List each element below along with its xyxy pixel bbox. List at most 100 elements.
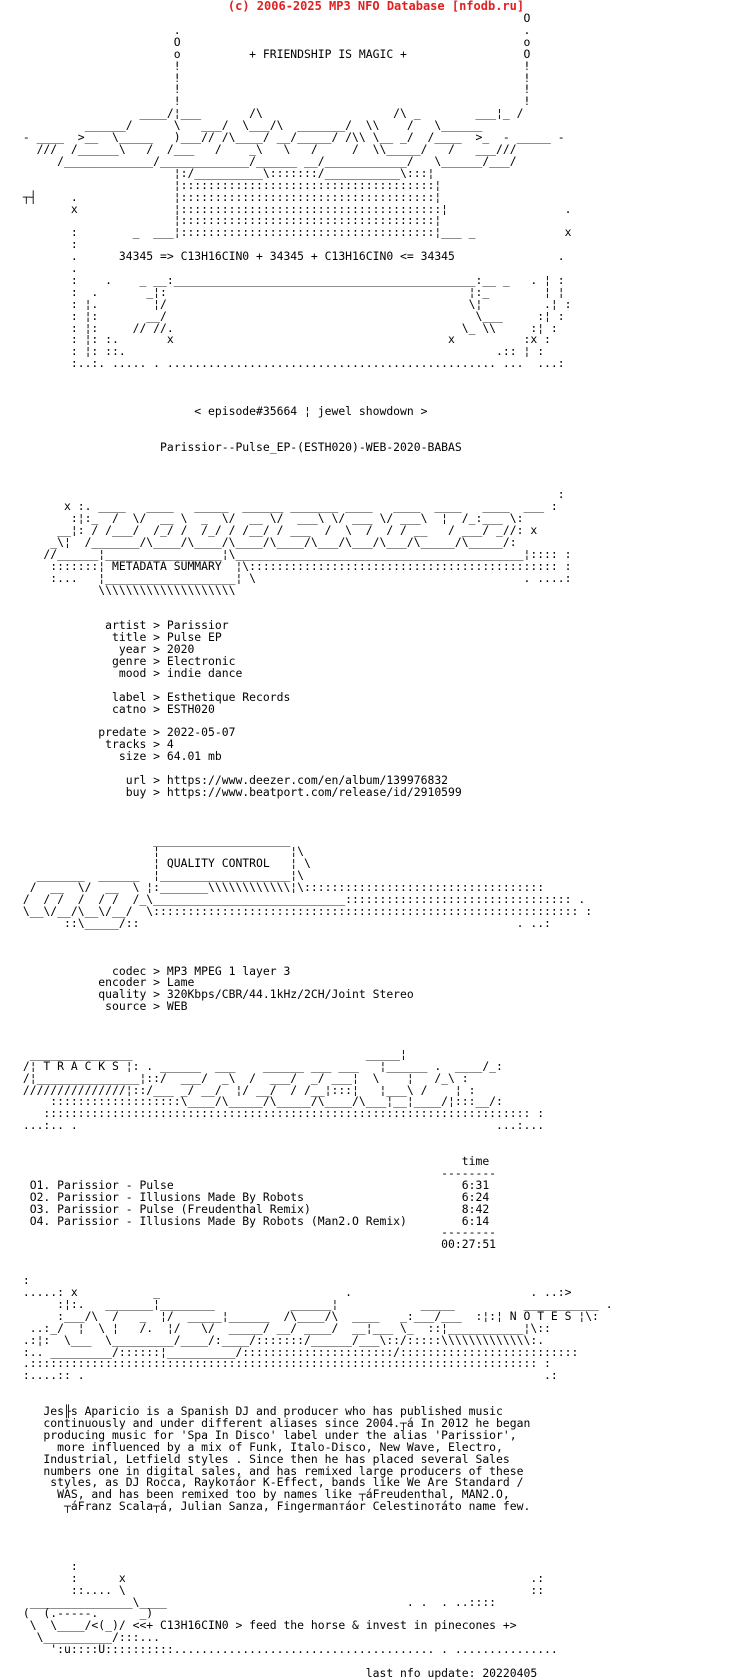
nfo-line: producing music for 'Spa In Disco' label… [16, 1427, 517, 1442]
nfo-line [16, 1251, 752, 1263]
nfo-line [16, 1525, 752, 1537]
nfo-line: __¦: / /___/ /_/ / /_/ / /__/ / ___ / \ … [16, 522, 538, 537]
nfo-line: codec > MP3 MPEG 1 layer 3 [16, 963, 291, 978]
site-header: (c) 2006-2025 MP3 NFO Database [nfodb.ru… [227, 0, 525, 13]
nfo-line: -------- [16, 1165, 497, 1180]
nfo-line: 00:27:51 [16, 1237, 497, 1252]
nfo-line: < episode#35664 ¦ jewel showdown > [16, 403, 428, 418]
nfo-line [16, 370, 752, 382]
nfo-line: Jes╟s Aparicio is a Spanish DJ and produ… [16, 1404, 503, 1419]
nfo-line: : [16, 237, 78, 252]
nfo-line [16, 418, 752, 430]
nfo-line: /// /______\ / /___ / _\ \ / / \\_____/ … [16, 141, 517, 156]
nfo-line: ...:.. . ...:... [16, 1118, 545, 1133]
nfo-line: numbers one in digital sales, and has re… [16, 1463, 524, 1478]
nfo-line: _______________\____ . . . ..:::: [16, 1594, 497, 1609]
nfo-line: : . _¦: ¦:_ ¦ ¦ [16, 284, 565, 299]
nfo-line: :....:: . .: [16, 1368, 558, 1383]
nfo-line: quality > 320Kbps/CBR/44.1kHz/2CH/Joint … [16, 987, 414, 1002]
nfo-line [16, 1025, 752, 1037]
nfo-line: url > https://www.deezer.com/en/album/13… [16, 773, 449, 787]
nfo-line: WAS, and has been remixed too by names l… [16, 1487, 510, 1502]
nfo-line: title > Pulse EP [16, 630, 222, 645]
nfo-line: . 34345 => C13H16CIN0 + 34345 + C13H16CI… [16, 249, 565, 264]
nfo-line: _______ ______ ¦___________________¦\ [16, 868, 305, 883]
nfo-line: ┬áFranz Scala┬á, Julian Sanza, Fingerman… [16, 1499, 531, 1514]
nfo-line: styles, as DJ Rocca, Raykoтáor K-Effect,… [16, 1475, 524, 1490]
nfo-line: Industrial, Letfield styles . Since then… [16, 1451, 510, 1466]
nfo-line: ¦:/__________\:::::::/___________\:::¦ [16, 165, 435, 180]
nfo-line: O o [16, 34, 531, 49]
nfo-line: Parissior--Pulse_EP-(ESTH020)-WEB-2020-B… [16, 439, 462, 454]
nfo-line: /_____________/_____________/______ __/_… [16, 153, 517, 168]
nfo-line: artist > Parissior [16, 618, 229, 633]
nfo-line [16, 1549, 752, 1561]
nfo-line: catno > ESTH020 [16, 701, 215, 716]
nfo-line: mood > indie dance [16, 665, 243, 680]
nfo-line: O2. Parissior - Illusions Made By Robots… [16, 1189, 490, 1204]
nfo-line: ____________________ [16, 832, 291, 847]
nfo-line: :___/\ / _ ¦/ _____¦______ /\____/\ ____… [16, 1308, 599, 1323]
nfo-line: year > 2020 [16, 642, 195, 657]
nfo-document: O . . O o o + FRIENDSHIP IS [0, 13, 752, 1680]
nfo-line: ..:_/ ¦ \ ¦ /. ¦/ \/ _____/ __/ ____/ __… [16, 1320, 551, 1335]
nfo-line: . [16, 261, 78, 276]
nfo-line [16, 942, 752, 954]
nfo-line [16, 1132, 752, 1144]
nfo-line [16, 382, 752, 394]
nfo-line: O1. Parissior - Pulse 6:31 [16, 1177, 490, 1192]
nfo-line [16, 1513, 752, 1525]
nfo-line [16, 1537, 752, 1549]
nfo-line: :¦:_ / \/ __ \ _ \/ __ \/ ___\ \/ ___ \/… [16, 511, 524, 526]
nfo-line: continuously and under different aliases… [16, 1415, 531, 1430]
nfo-line: / / / / / / /_\_________________________… [16, 892, 586, 907]
nfo-line: predate > 2022-05-07 [16, 725, 236, 740]
nfo-line: ! ! [16, 94, 531, 109]
nfo-line: o + FRIENDSHIP IS MAGIC + O [16, 46, 531, 61]
nfo-line: :... ¦___________________¦ \ . ....: [16, 570, 572, 585]
nfo-line: ::\_____/:: . ..: [16, 915, 551, 930]
nfo-line: : ¦: __/ \___ :¦ : [16, 308, 565, 323]
nfo-line: _\¦ /_______/\____/\____/\____/\____/\__… [16, 534, 517, 549]
nfo-line [16, 1013, 752, 1025]
nfo-line: //______¦_________________¦\____________… [16, 546, 572, 561]
nfo-line: : ¦: :. x x :x : [16, 332, 551, 347]
nfo-line: .:¦: \___ \_________/____/:____/:::::::/… [16, 1332, 545, 1347]
nfo-line: -------- [16, 1225, 497, 1240]
nfo-line [16, 799, 752, 811]
nfo-line: /¦ T R A C K S ¦: . ______ ___ ______ __… [16, 1058, 503, 1073]
nfo-line: ¦ QUALITY CONTROL ¦ \ [16, 856, 311, 871]
nfo-line: ::.... \ :: [16, 1582, 545, 1597]
nfo-line: :::::::¦ METADATA SUMMARY ¦\::::::::::::… [16, 558, 572, 573]
nfo-line: \__________/:::... [16, 1630, 161, 1645]
nfo-line: .:::::::::::::::::::::::::::::::::::::::… [16, 1356, 551, 1371]
nfo-line: : ¦. ¦/ \¦ .¦ : [16, 296, 572, 311]
nfo-line: : x .: [16, 1570, 545, 1585]
nfo-line: x :. ____ ____ _____ ______ _______ ____… [16, 499, 558, 514]
nfo-line: / __ \/ __ \ ¦:_______\\\\\\\\\\\\¦\::::… [16, 880, 545, 895]
nfo-line: time [16, 1154, 490, 1168]
nfo-line [16, 454, 752, 466]
nfo-line: label > Esthetique Records [16, 689, 291, 704]
nfo-line: buy > https://www.beatport.com/release/i… [16, 784, 462, 799]
nfo-line: ! ! [16, 82, 531, 97]
nfo-line: . . [16, 22, 531, 37]
nfo-line: :¦:. _______¦________ ______¦ _____ ____… [16, 1296, 613, 1311]
nfo-line: O3. Parissior - Pulse (Freudenthal Remix… [16, 1201, 490, 1216]
nfo-line: : _ ___¦::::::::::::::::::::::::::::::::… [16, 225, 572, 240]
nfo-line: ::::::::::::::::::::::::::::::::::::::::… [16, 1106, 545, 1121]
nfo-line [16, 596, 752, 608]
nfo-line: :..:. ..... . ..........................… [16, 356, 565, 371]
nfo-line: tracks > 4 [16, 737, 174, 752]
nfo-line: ! ! [16, 70, 531, 85]
nfo-line: more influenced by a mix of Funk, Italo-… [16, 1439, 503, 1454]
nfo-line [16, 930, 752, 942]
nfo-line: \\\\\\\\\\\\\\\\\\\\ [16, 582, 236, 597]
nfo-line: ____/¦___ /\ /\ _ ___¦_ / [16, 106, 524, 121]
nfo-line: x ¦:::::::::::::::::::::::::::::::::::::… [16, 201, 572, 216]
nfo-line: ///////////////¦::/___ _/ __/ ¦/ __/ / /… [16, 1082, 476, 1097]
nfo-line: ┬┤ . ¦::::::::::::::::::::::::::::::::::… [16, 189, 442, 204]
nfo-line: .....: x _ . . ..:> [16, 1284, 572, 1299]
nfo-line: : . _ __:_______________________________… [16, 272, 565, 287]
nfo-line: : [16, 487, 565, 502]
